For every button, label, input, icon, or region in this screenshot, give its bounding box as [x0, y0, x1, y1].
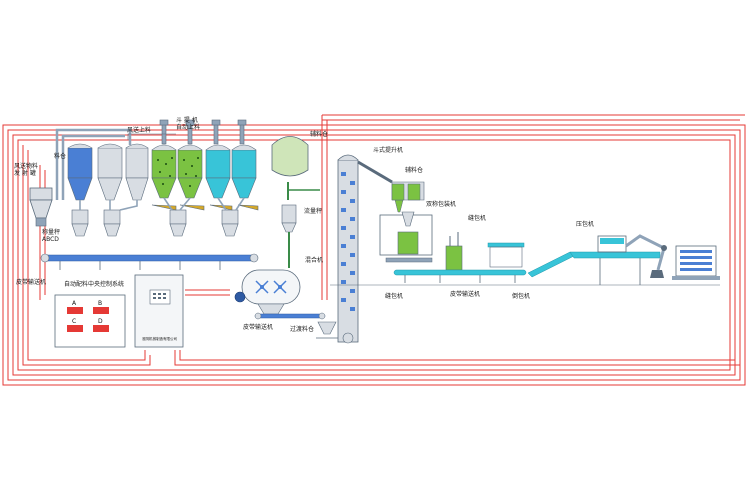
side-turn-machine	[487, 242, 525, 268]
display-label-d: D	[98, 318, 103, 325]
signal-wires	[2, 114, 746, 386]
label-air-spray-tank: 风送物料发 射 罐	[14, 162, 38, 177]
label-buffer-bin: 过渡料仓	[290, 325, 314, 333]
label-sewing-machine: 缝包机	[468, 214, 486, 222]
label-storage-bin: 辅料仓	[405, 166, 423, 174]
label-bin: 料仓	[54, 152, 66, 160]
hopper-4	[151, 144, 177, 199]
label-flow-scale: 流量秤	[304, 207, 322, 215]
hopper-6	[205, 144, 231, 199]
label-belt-conveyor-right: 皮带输送机	[450, 290, 480, 298]
inclined-conveyor	[527, 251, 661, 285]
label-packing-machine: 缝包机	[385, 292, 403, 300]
label-bucket-feed: 斗 提 机自动上料	[176, 116, 200, 131]
display-label-b: B	[98, 300, 102, 307]
air-spray-tank	[29, 187, 53, 227]
label-mixer: 混合机	[305, 256, 323, 264]
display-label-a: A	[72, 300, 77, 307]
motor-icon	[234, 291, 246, 303]
label-belt-conveyor-mid: 皮带输送机	[243, 323, 273, 331]
label-bagging-machine: 双称包装机	[426, 200, 456, 208]
label-bucket-elevator: 斗式提升机	[373, 146, 403, 154]
central-control-panel	[134, 274, 184, 348]
bucket-elevator	[337, 154, 393, 344]
belt-conveyor-left	[40, 253, 259, 270]
hopper-3	[125, 143, 149, 201]
mixer	[234, 269, 301, 315]
label-fluid-tank: 辅料仓	[310, 130, 328, 138]
label-air-feed: 风送上料	[127, 126, 151, 134]
fluid-tank	[271, 136, 320, 268]
label-bag-press: 压包机	[576, 220, 594, 228]
air-feed-pipe	[55, 128, 132, 200]
belt-conveyor-mid	[254, 312, 326, 320]
display-label-c: C	[72, 318, 76, 325]
belt-conveyor-right	[393, 269, 527, 283]
hopper-1	[67, 143, 93, 201]
hopper-7	[231, 144, 257, 199]
bagging-station	[379, 181, 433, 263]
robot-arm-icon	[625, 234, 667, 278]
label-central-control: 自动配料中央控制系统	[64, 280, 124, 288]
label-belt-conveyor-left: 皮带输送机	[16, 278, 46, 286]
display-box	[54, 294, 126, 348]
pallet-icon	[672, 245, 720, 280]
bag-press	[597, 235, 627, 253]
sewing-machine	[445, 232, 463, 271]
weigh-scales	[71, 197, 259, 237]
top-feeders	[127, 119, 247, 145]
hopper-5	[177, 144, 203, 199]
panel-company-note: 淮阴机械制造有限公司	[142, 336, 177, 341]
hopper-2	[97, 143, 123, 201]
label-side-turn: 倒包机	[512, 292, 530, 300]
